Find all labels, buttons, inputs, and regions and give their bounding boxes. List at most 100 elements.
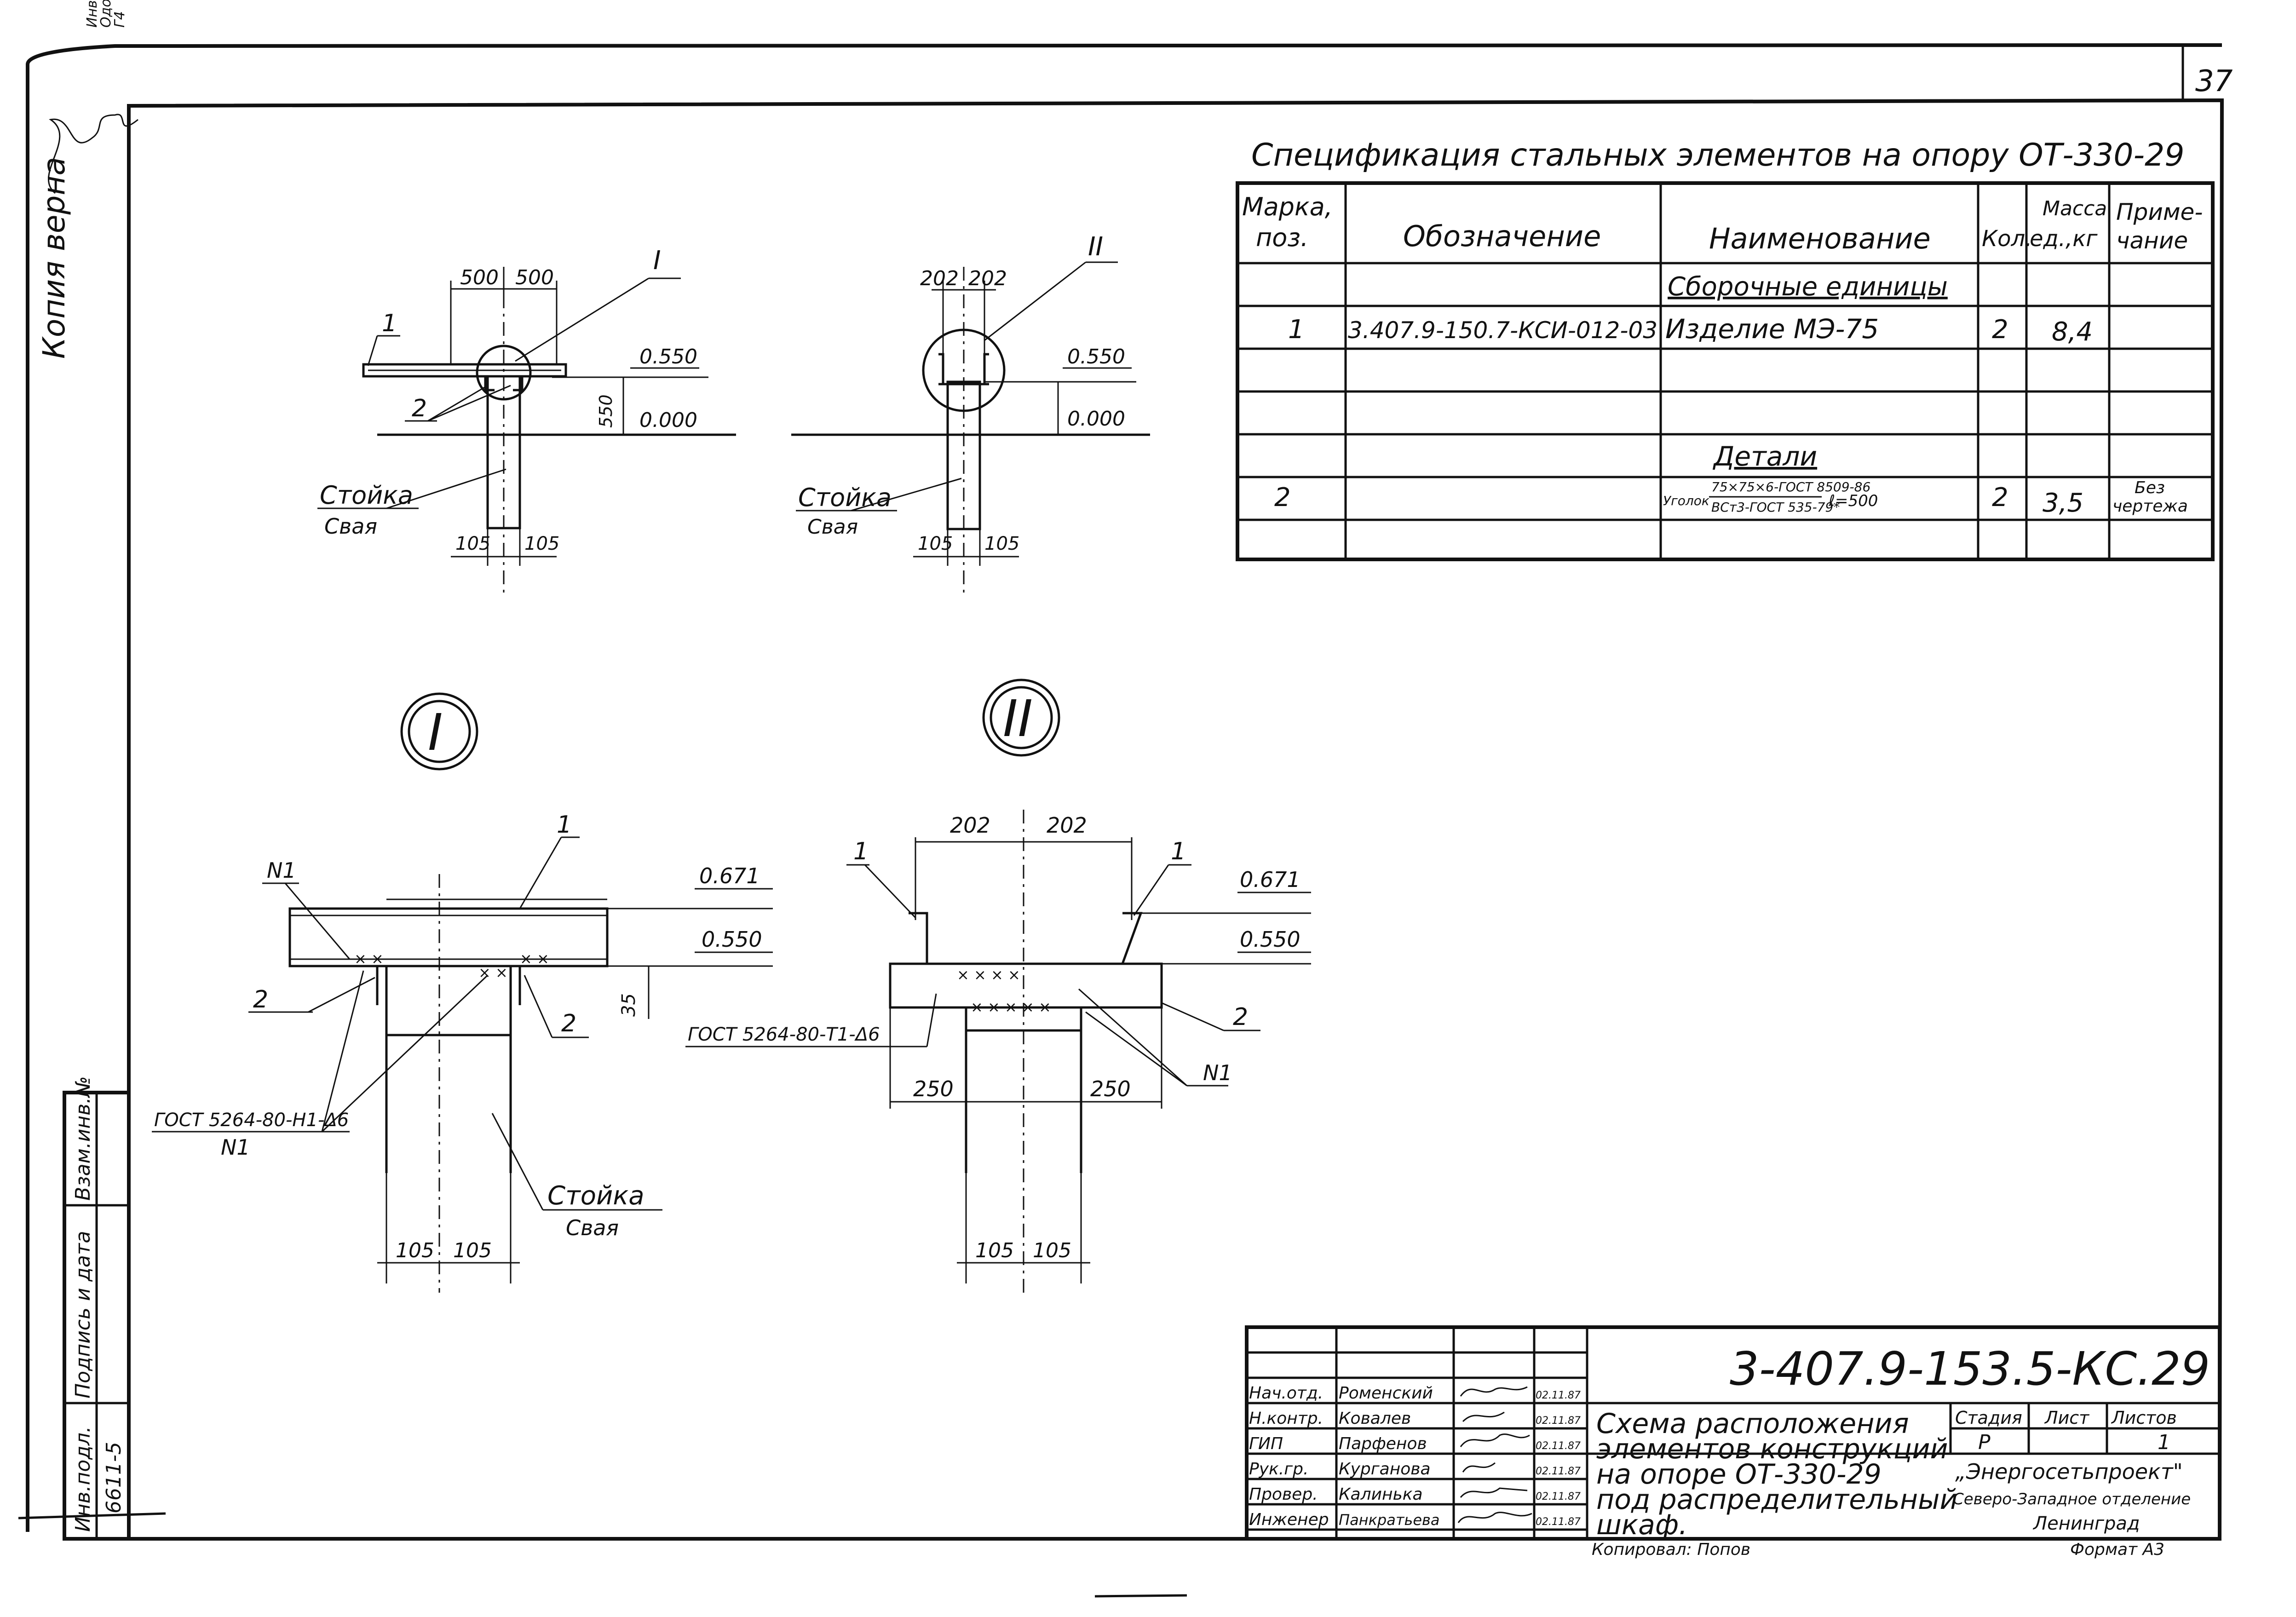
- dim-550-vert: 550: [596, 394, 616, 428]
- person-name: Панкратьева: [1339, 1511, 1440, 1529]
- label-stoika-view1: Стойка: [320, 481, 413, 510]
- person-role: Провер.: [1249, 1485, 1318, 1504]
- hdr-note-2: чание: [2116, 227, 2188, 254]
- person-name: Роменский: [1339, 1384, 1433, 1403]
- dim-105-v1-left: 105: [455, 533, 490, 554]
- table-row: Рук.гр. Курганова 02.11.87: [1249, 1460, 1581, 1479]
- dim-105-d1-right: 105: [453, 1239, 492, 1262]
- label-svaya-detail1: Свая: [566, 1215, 619, 1240]
- detail-marker-2: II: [982, 679, 1060, 757]
- callout-roman-2-view: II: [1088, 232, 1103, 262]
- person-role: Н.контр.: [1249, 1409, 1323, 1428]
- weld-x: × × × × ×: [971, 998, 1051, 1016]
- row2-note-1: Без: [2135, 478, 2165, 497]
- person-role: Рук.гр.: [1249, 1460, 1308, 1479]
- callout-2-detail2: 2: [1233, 1003, 1248, 1031]
- row1-mark: 1: [1288, 315, 1305, 345]
- marker-roman-1: I: [428, 703, 443, 762]
- row1-designation: 3.407.9-150.7-КСИ-012-03: [1348, 317, 1657, 344]
- dim-500-right: 500: [515, 266, 554, 289]
- table-row: Провер. Калинька 02.11.87: [1249, 1485, 1581, 1504]
- person-date: 02.11.87: [1536, 1440, 1581, 1452]
- dim-202-v2-left: 202: [920, 267, 959, 290]
- person-date: 02.11.87: [1536, 1466, 1581, 1477]
- row2-name-suffix: ℓ=500: [1828, 492, 1878, 510]
- row1-name: Изделие МЭ-75: [1665, 313, 1879, 345]
- weld-x: × ×: [478, 964, 508, 981]
- detail-2: × × × × × × × × × 202 202 1 1 0.671 0.55…: [685, 810, 1311, 1293]
- person-name: Ковалев: [1339, 1409, 1411, 1428]
- dim-250-left: 250: [913, 1076, 954, 1101]
- doc-code: 3-407.9-153.5-КС.29: [1730, 1342, 2210, 1396]
- label-stoika-view2: Стойка: [798, 483, 892, 512]
- callout-2-view1: 2: [412, 395, 427, 422]
- label-stoika-detail1: Стойка: [547, 1181, 644, 1211]
- dim-202-d2-right: 202: [1047, 813, 1087, 838]
- org-city: Ленинград: [2032, 1513, 2140, 1534]
- dim-105-v2-right: 105: [984, 533, 1019, 554]
- dim-105-d2-right: 105: [1033, 1239, 1071, 1262]
- table-row: Нач.отд. Роменский 02.11.87: [1249, 1384, 1581, 1403]
- callout-2-detail1-left: 2: [253, 986, 268, 1013]
- certify-text: Копия верна: [36, 157, 72, 359]
- weld-spec-detail1: ГОСТ 5264-80-Н1-Δ6: [154, 1110, 349, 1131]
- level-0550-view2: 0.550: [1067, 345, 1125, 368]
- callout-1-detail2-left: 1: [853, 838, 869, 865]
- spec-title: Спецификация стальных элементов на опору…: [1251, 137, 2185, 173]
- person-role: Нач.отд.: [1249, 1384, 1323, 1403]
- detail-marker-1: I: [400, 692, 478, 771]
- doc-description-4: под распределительный: [1596, 1484, 1957, 1516]
- level-0000-view2: 0.000: [1067, 407, 1125, 431]
- title-block: 3-407.9-153.5-КС.29 Схема расположения э…: [1245, 1325, 2221, 1559]
- table-row: Н.контр. Ковалев 02.11.87: [1249, 1409, 1581, 1428]
- doc-description-1: Схема расположения: [1596, 1408, 1909, 1440]
- hdr-mass-1: Масса: [2043, 197, 2107, 220]
- row2-note-2: чертежа: [2112, 497, 2188, 516]
- label-n1-detail1-top: N1: [267, 858, 296, 883]
- callout-1-detail1: 1: [557, 811, 572, 839]
- level-0550-view1: 0.550: [639, 345, 697, 368]
- person-date: 02.11.87: [1536, 1390, 1581, 1401]
- dim-250-right: 250: [1090, 1076, 1131, 1101]
- hdr-mass-2: ед.,кг: [2030, 226, 2098, 252]
- sheet-format: Формат А3: [2070, 1540, 2164, 1559]
- section-details: Детали: [1712, 441, 1817, 472]
- table-row: ГИП Парфенов 02.11.87: [1249, 1433, 1581, 1453]
- person-name: Калинька: [1339, 1485, 1423, 1504]
- hdr-note-1: Приме-: [2116, 199, 2203, 225]
- row2-name-prefix: Уголок: [1663, 493, 1709, 508]
- hdr-designation: Обозначение: [1403, 219, 1601, 253]
- row2-mass: 3,5: [2043, 488, 2083, 518]
- person-role: ГИП: [1249, 1434, 1283, 1453]
- signature: [1462, 1411, 1505, 1422]
- hdr-mark-2: поз.: [1256, 223, 1308, 252]
- sheets-value: 1: [2158, 1431, 2170, 1454]
- marker-roman-2: II: [1003, 689, 1033, 748]
- person-name: Курганова: [1339, 1460, 1431, 1479]
- label-n1-detail2: N1: [1203, 1060, 1232, 1085]
- dim-105-d1-left: 105: [396, 1239, 434, 1262]
- label-svaya-view1: Свая: [324, 514, 377, 539]
- callout-2-detail1-right: 2: [561, 1010, 576, 1037]
- signature: [1462, 1462, 1496, 1473]
- signature: [1460, 1386, 1528, 1397]
- doc-description-3: на опоре ОТ-330-29: [1596, 1458, 1882, 1490]
- dim-202-v2-right: 202: [968, 267, 1007, 290]
- person-date: 02.11.87: [1536, 1415, 1581, 1427]
- row2-name-top: 75×75×6-ГОСТ 8509-86: [1711, 479, 1870, 495]
- dim-202-d2-left: 202: [950, 813, 990, 838]
- sheets-label: Листов: [2111, 1408, 2177, 1428]
- person-name: Парфенов: [1339, 1434, 1427, 1453]
- stamp-inv-podl: Инв.подл.: [71, 1426, 95, 1532]
- spec-table: Спецификация стальных элементов на опору…: [1236, 137, 2215, 561]
- stamp-vzam: Взам.инв.№: [71, 1076, 95, 1201]
- row2-qty: 2: [1992, 483, 2008, 512]
- hdr-name: Наименование: [1709, 222, 1931, 255]
- doc-description-5: шкаф.: [1596, 1509, 1687, 1541]
- table-row: 1 3.407.9-150.7-КСИ-012-03 Изделие МЭ-75…: [1288, 313, 2093, 347]
- callout-1-view1: 1: [382, 310, 397, 337]
- weld-x: × ×: [354, 950, 384, 967]
- table-row: 2 Уголок 75×75×6-ГОСТ 8509-86 ВСт3-ГОСТ …: [1274, 478, 2188, 518]
- level-0550-detail1: 0.550: [702, 927, 762, 952]
